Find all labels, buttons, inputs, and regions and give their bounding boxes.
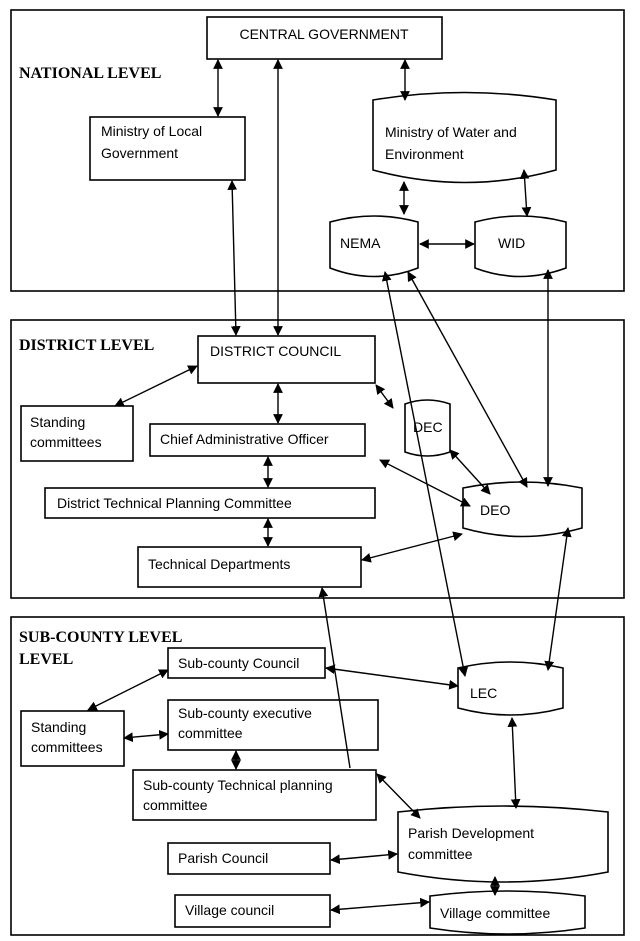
- arrow-parish-council-to-parish-development: [330, 849, 398, 865]
- technical-departments-box: [137, 546, 362, 588]
- arrow-district-council-to-dec: [375, 384, 394, 409]
- district-level-label: DISTRICT LEVEL: [19, 337, 154, 354]
- chief-administrative-officer-label: Chief Administrative Officer: [160, 431, 329, 447]
- parish-council-box: [167, 842, 331, 875]
- arrow-district-council-to-standing: [114, 365, 198, 407]
- national-level-label: NATIONAL LEVEL: [19, 65, 161, 82]
- village-council-box: [174, 894, 331, 928]
- standing-committees-subcounty-label-line2: committees: [31, 739, 103, 755]
- village-committee-doc: [429, 890, 586, 935]
- deo-label: DEO: [480, 502, 510, 518]
- chief-administrative-officer-box: [149, 423, 366, 457]
- subcounty-technical-planning-committee-label-line2: committee: [143, 797, 208, 813]
- parish-development-committee-label: Parish Development: [408, 825, 534, 841]
- technical-departments-label: Technical Departments: [148, 556, 290, 572]
- arrow-village-council-to-village-committee: [330, 897, 430, 915]
- standing-committees-subcounty-box: [20, 710, 125, 767]
- arrow-subcounty-council-to-standing: [87, 669, 169, 711]
- nema-doc: [329, 215, 419, 278]
- standing-committees-district-label: Standing: [30, 414, 85, 430]
- district-technical-planning-committee-label: District Technical Planning Committee: [57, 495, 292, 511]
- arrow-lec-to-parish-development: [507, 717, 521, 809]
- nema-label: NEMA: [340, 235, 381, 251]
- central-government-label: CENTRAL GOVERNMENT: [239, 26, 409, 42]
- arrow-ministry-water-to-wid: [519, 169, 532, 217]
- lec-label: LEC: [470, 685, 497, 701]
- arrow-ministry-local-to-district-council: [227, 180, 241, 336]
- ministry-local-government-box: [89, 116, 246, 181]
- district-council-label: DISTRICT COUNCIL: [210, 343, 341, 359]
- arrow-technical-departments-to-deo: [361, 531, 463, 563]
- lec-doc: [457, 661, 564, 716]
- ministry-water-environment-label-line2: Environment: [385, 146, 464, 162]
- district-council-box: [197, 335, 376, 384]
- arrow-cao-to-deo: [379, 459, 471, 507]
- subcounty-level-label: SUB-COUNTY LEVEL: [19, 629, 182, 646]
- ministry-water-environment-doc: [372, 91, 557, 184]
- district-level-frame: [10, 319, 625, 599]
- standing-committees-district-label-line2: committees: [30, 434, 102, 450]
- subcounty-level-label-line2: LEVEL: [19, 651, 73, 668]
- subcounty-council-box: [167, 647, 326, 679]
- arrow-deo-to-lec: [544, 527, 572, 671]
- ministry-local-government-label: Ministry of Local: [101, 123, 202, 139]
- subcounty-level-frame: [10, 616, 625, 936]
- village-committee-label: Village committee: [440, 905, 550, 921]
- central-government-box: [206, 16, 443, 60]
- national-level-frame: [10, 9, 625, 292]
- parish-development-committee-label-line2: committee: [408, 846, 473, 862]
- subcounty-technical-planning-committee-label: Sub-county Technical planning: [143, 777, 333, 793]
- parish-council-label: Parish Council: [178, 850, 268, 866]
- arrow-dec-to-deo: [449, 449, 491, 495]
- wid-label: WID: [498, 235, 525, 251]
- ministry-water-environment-label: Ministry of Water and: [385, 124, 517, 140]
- standing-committees-subcounty-label: Standing: [31, 719, 86, 735]
- district-technical-planning-committee-box: [44, 487, 376, 519]
- subcounty-council-label: Sub-county Council: [178, 655, 299, 671]
- arrow-standing-to-subcounty-executive: [123, 729, 169, 743]
- subcounty-technical-planning-committee-box: [132, 769, 377, 821]
- ministry-local-government-label-line2: Government: [101, 145, 178, 161]
- village-council-label: Village council: [185, 902, 274, 918]
- arrow-technical-planning-to-parish-development: [376, 773, 421, 819]
- subcounty-executive-committee-label: Sub-county executive: [178, 705, 312, 721]
- arrow-nema-to-lec: [381, 271, 469, 677]
- parish-development-committee-doc: [397, 805, 609, 883]
- arrow-subcounty-council-to-lec: [325, 664, 459, 690]
- subcounty-executive-committee-label-line2: committee: [178, 725, 243, 741]
- standing-committees-district-box: [20, 405, 134, 462]
